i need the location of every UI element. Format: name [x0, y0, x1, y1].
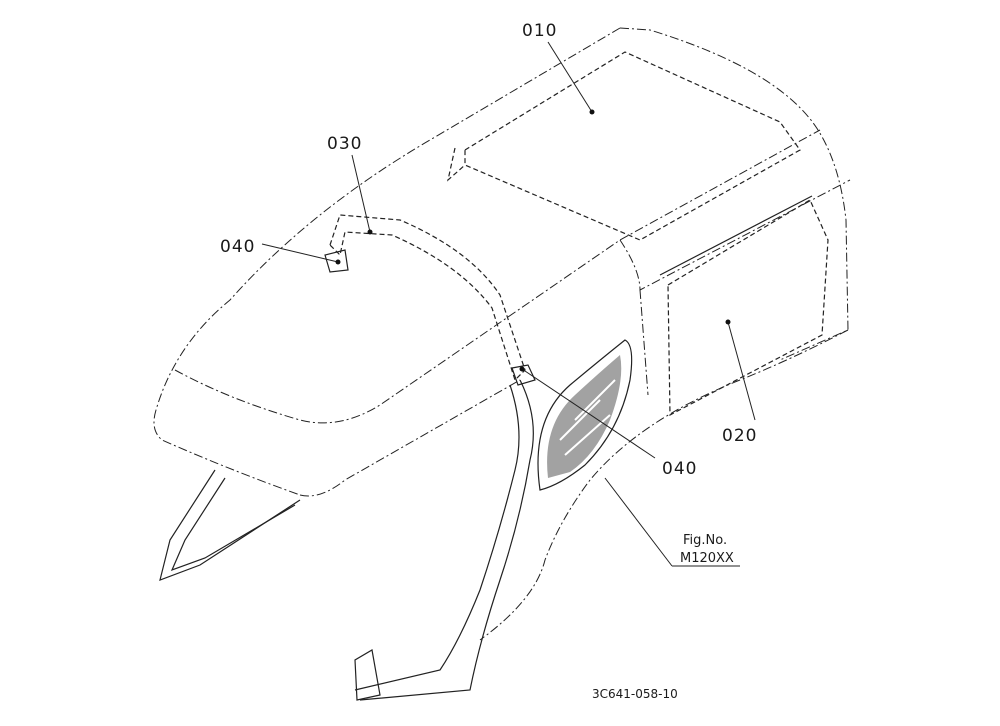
leader-fig-no: [604, 477, 740, 567]
drawing-code: 3C641-058-10: [592, 687, 678, 701]
callout-040-upper: 040: [220, 237, 255, 257]
leader-020: [725, 319, 756, 421]
part-020-shape: [659, 195, 829, 416]
callout-010: 010: [522, 21, 557, 41]
grille-mesh: [537, 339, 633, 491]
leader-030: [351, 154, 373, 235]
hood-top-outline: [153, 27, 851, 497]
fig-no-label: Fig.No.: [683, 533, 727, 548]
left-bracket-outline: [159, 469, 301, 581]
leader-010: [547, 41, 595, 115]
callout-040-lower: 040: [662, 459, 697, 479]
leader-040-lower: [519, 366, 656, 459]
part-030-shape: [329, 214, 526, 382]
side-panel-outline: [354, 329, 849, 701]
leader-040-upper: [261, 243, 341, 265]
callout-020: 020: [722, 426, 757, 446]
callout-030: 030: [327, 134, 362, 154]
part-040-clip-upper: [324, 249, 349, 273]
part-040-clip-lower: [511, 364, 536, 386]
fig-no-value: M120XX: [680, 551, 734, 566]
part-010-shape: [447, 51, 801, 241]
